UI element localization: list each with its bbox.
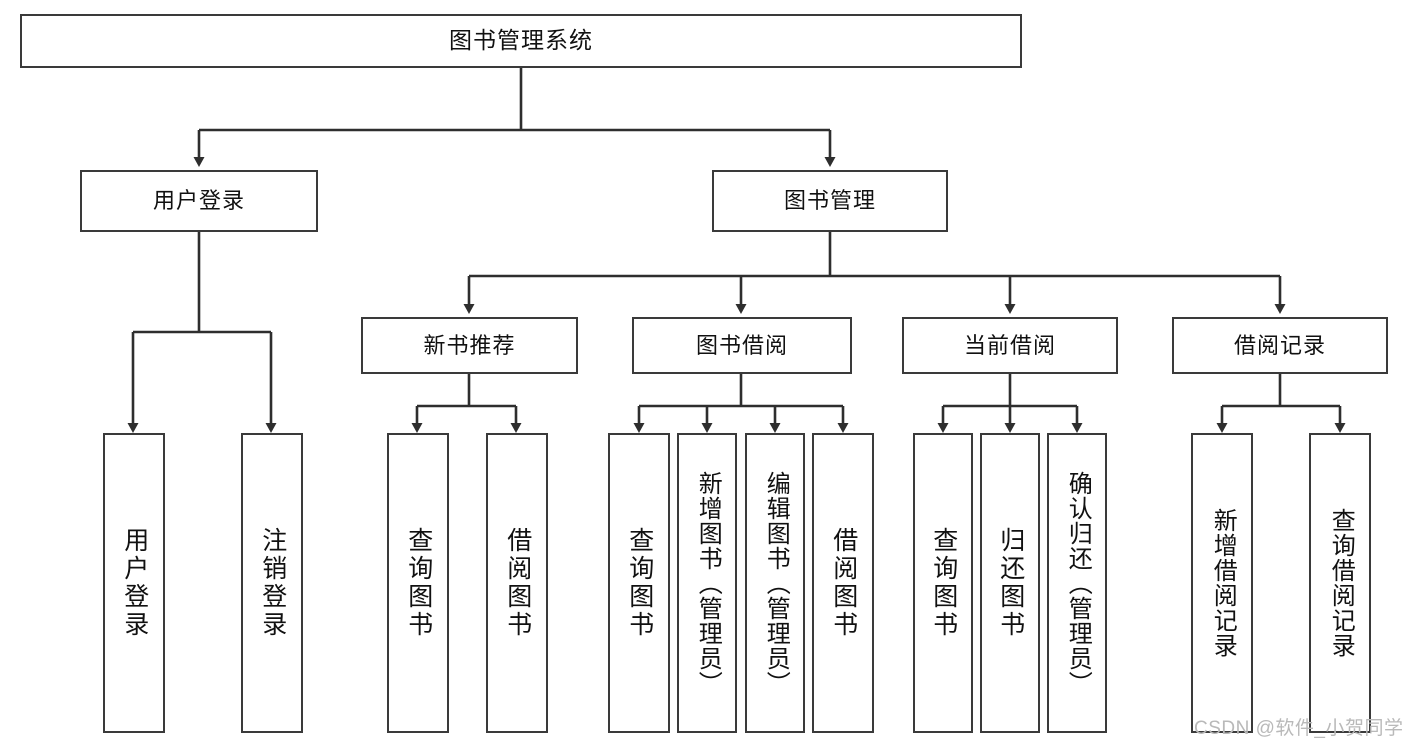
node-user-login[interactable]: 用户登录 [80, 170, 318, 232]
node-label: 图书管理 [783, 188, 876, 214]
node-leaf-edit-book[interactable]: 编辑图书（管理员） [745, 433, 805, 733]
node-leaf-user-login[interactable]: 用户登录 [103, 433, 165, 733]
node-leaf-query-book-2[interactable]: 查询图书 [608, 433, 670, 733]
node-current-borrow[interactable]: 当前借阅 [902, 317, 1118, 374]
node-label: 确认归还（管理员） [1064, 470, 1092, 696]
node-label: 借阅图书 [829, 527, 858, 639]
node-leaf-add-book[interactable]: 新增图书（管理员） [677, 433, 737, 733]
node-leaf-add-record[interactable]: 新增借阅记录 [1191, 433, 1253, 733]
node-label: 借阅图书 [503, 527, 532, 639]
node-label: 新增借阅记录 [1209, 508, 1237, 658]
node-label: 归还图书 [996, 527, 1025, 639]
node-leaf-logout-login[interactable]: 注销登录 [241, 433, 303, 733]
node-leaf-confirm-return[interactable]: 确认归还（管理员） [1047, 433, 1107, 733]
node-borrow-record[interactable]: 借阅记录 [1172, 317, 1388, 374]
node-label: 图书管理系统 [449, 27, 593, 54]
node-label: 查询借阅记录 [1327, 508, 1355, 658]
node-leaf-query-book-1[interactable]: 查询图书 [387, 433, 449, 733]
node-leaf-return-book[interactable]: 归还图书 [980, 433, 1040, 733]
csdn-watermark: CSDN @软件_小贺同学 [1194, 718, 1404, 739]
node-label: 查询图书 [404, 527, 433, 639]
node-leaf-query-record[interactable]: 查询借阅记录 [1309, 433, 1371, 733]
node-root-system[interactable]: 图书管理系统 [20, 14, 1022, 68]
node-book-management[interactable]: 图书管理 [712, 170, 948, 232]
node-label: 借阅记录 [1233, 332, 1326, 358]
node-label: 新增图书（管理员） [694, 470, 722, 696]
node-label: 查询图书 [625, 527, 654, 639]
node-leaf-borrow-book-1[interactable]: 借阅图书 [486, 433, 548, 733]
node-new-book-recommend[interactable]: 新书推荐 [361, 317, 578, 374]
node-leaf-borrow-book-2[interactable]: 借阅图书 [812, 433, 874, 733]
node-leaf-query-book-3[interactable]: 查询图书 [913, 433, 973, 733]
node-label: 用户登录 [152, 188, 245, 214]
node-label: 当前借阅 [963, 332, 1056, 358]
node-label: 查询图书 [929, 527, 958, 639]
node-label: 用户登录 [120, 527, 149, 639]
node-label: 注销登录 [258, 527, 287, 639]
node-label: 编辑图书（管理员） [762, 470, 790, 696]
node-label: 图书借阅 [695, 332, 788, 358]
node-label: 新书推荐 [423, 332, 516, 358]
node-book-borrow[interactable]: 图书借阅 [632, 317, 852, 374]
